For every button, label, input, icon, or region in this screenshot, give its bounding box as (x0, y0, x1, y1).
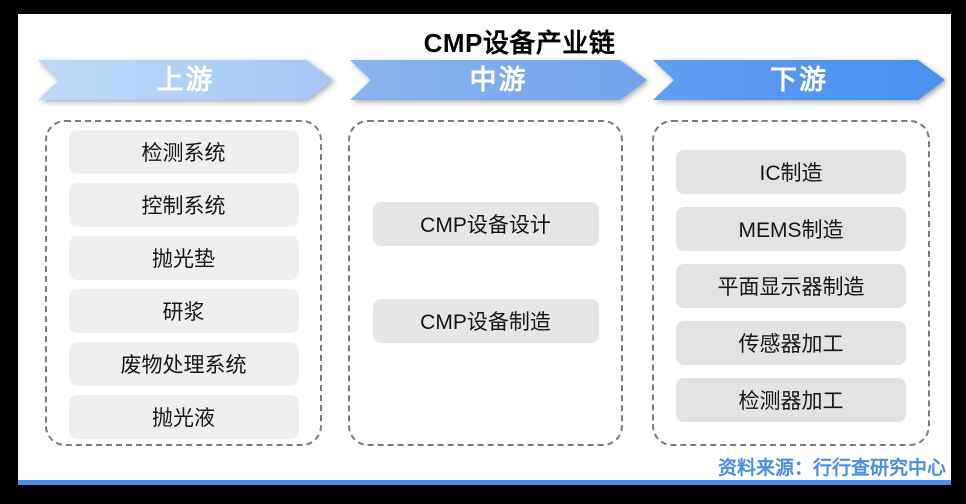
list-item: IC制造 (676, 150, 906, 194)
upstream-arrow-shape: 上游 (38, 60, 333, 100)
list-item: 控制系统 (68, 183, 299, 227)
midstream-arrow-shape: 中游 (350, 60, 647, 100)
downstream-items-box: IC制造 MEMS制造 平面显示器制造 传感器加工 检测器加工 (652, 120, 930, 446)
stage-arrow-upstream: 上游 (38, 60, 333, 100)
stage-arrow-downstream: 下游 (653, 60, 945, 100)
list-item: 抛光液 (68, 395, 299, 439)
list-item: 废物处理系统 (68, 342, 299, 386)
list-item: 平面显示器制造 (676, 264, 906, 308)
list-item: 传感器加工 (676, 321, 906, 365)
downstream-arrow-label: 下游 (770, 64, 828, 95)
list-item: 抛光垫 (68, 236, 299, 280)
midstream-arrow-label: 中游 (469, 64, 528, 95)
list-item: CMP设备制造 (372, 299, 599, 343)
list-item: 检测器加工 (676, 378, 906, 422)
source-note: 资料来源：行行查研究中心 (717, 458, 946, 479)
list-item: 研浆 (68, 289, 299, 333)
bottom-accent-bar (18, 480, 951, 485)
upstream-items-box: 检测系统 控制系统 抛光垫 研浆 废物处理系统 抛光液 (45, 120, 322, 446)
stage-arrow-midstream: 中游 (350, 60, 647, 100)
list-item: 检测系统 (68, 130, 299, 174)
diagram-title: CMP设备产业链 (423, 28, 616, 58)
content-card: CMP设备产业链 上游 中游 下游 检测系统 控制系统 抛光垫 研浆 废物处理系… (18, 14, 951, 485)
midstream-items-box: CMP设备设计 CMP设备制造 (348, 120, 623, 446)
list-item: CMP设备设计 (372, 202, 599, 246)
upstream-arrow-label: 上游 (156, 64, 215, 95)
downstream-arrow-shape: 下游 (653, 60, 945, 100)
list-item: MEMS制造 (676, 207, 906, 251)
